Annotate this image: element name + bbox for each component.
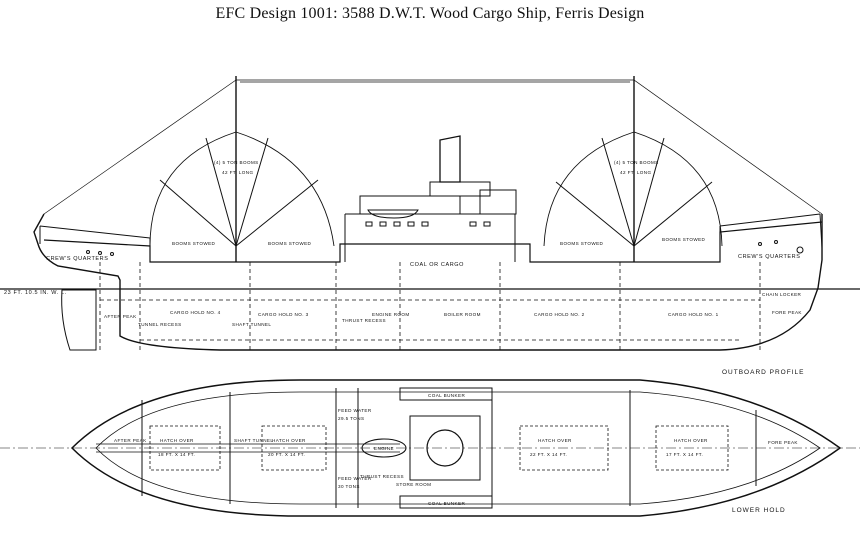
label-hold3: CARGO HOLD NO. 3 bbox=[258, 312, 309, 317]
plan-label-thrust-recess: THRUST RECESS bbox=[360, 474, 404, 479]
label-shaft-tunnel: SHAFT TUNNEL bbox=[232, 322, 271, 327]
bulkheads bbox=[99, 262, 761, 350]
engine bbox=[361, 438, 407, 458]
plan-label-coal-bunker-top: COAL BUNKER bbox=[428, 393, 465, 398]
plan-label-hatch-fwd-1: HATCH OVER bbox=[538, 438, 572, 443]
label-booms-stowed-4: BOOMS STOWED bbox=[662, 237, 706, 242]
main-deck bbox=[43, 221, 823, 263]
label-booms-fwd-len: 42 FT. LONG bbox=[620, 170, 651, 175]
antenna bbox=[236, 79, 634, 83]
label-lower-hold: LOWER HOLD bbox=[732, 507, 786, 514]
wheelhouse bbox=[479, 189, 517, 215]
label-coal-or-cargo: COAL OR CARGO bbox=[410, 262, 464, 268]
label-hold2: CARGO HOLD NO. 2 bbox=[534, 312, 585, 317]
label-booms-stowed-1: BOOMS STOWED bbox=[172, 241, 216, 246]
label-engine-room: ENGINE ROOM bbox=[372, 312, 410, 317]
boiler bbox=[426, 429, 464, 467]
plan-label-hatch-aft-2: HATCH OVER bbox=[272, 438, 306, 443]
label-booms-stowed-2: BOOMS STOWED bbox=[268, 241, 312, 246]
label-hold4: CARGO HOLD NO. 4 bbox=[170, 310, 221, 315]
plan-label-fore-peak: FORE PEAK bbox=[768, 440, 798, 445]
label-fore-peak: FORE PEAK bbox=[772, 310, 802, 315]
label-crews-quarters-aft: CREW'S QUARTERS bbox=[46, 256, 109, 262]
plan-label-engine: ENGINE bbox=[374, 446, 394, 451]
plan-label-feed-water-bot: FEED WATER bbox=[338, 476, 372, 481]
label-crews-quarters-fwd: CREW'S QUARTERS bbox=[738, 254, 801, 260]
shaft-tunnel bbox=[96, 443, 400, 453]
label-waterline: 23 FT. 10.5 IN. W. L. bbox=[4, 290, 67, 296]
upper-house bbox=[429, 181, 491, 197]
aft-booms bbox=[149, 131, 335, 247]
hull-outline bbox=[33, 213, 823, 351]
stays bbox=[43, 79, 823, 215]
plan-label-coal-bunker-bot: COAL BUNKER bbox=[428, 501, 465, 506]
plan-label-hatch-fwd-2: HATCH OVER bbox=[674, 438, 708, 443]
plan-label-feed-water-bot-tons: 30 TONS bbox=[338, 484, 360, 489]
label-booms-fwd: (4) 5 TON BOOMS bbox=[614, 160, 659, 165]
funnel bbox=[439, 135, 461, 183]
label-tunnel-recess: TUNNEL RECESS bbox=[138, 322, 182, 327]
label-boiler-room: BOILER ROOM bbox=[444, 312, 481, 317]
coal-bunker-bot bbox=[399, 495, 493, 509]
forecastle bbox=[719, 213, 823, 262]
plan-label-feed-water-top: FEED WATER bbox=[338, 408, 372, 413]
plan-label-hatch-aft-1: HATCH OVER bbox=[160, 438, 194, 443]
hull-plan-inner bbox=[95, 391, 821, 505]
plan-label-hatch-aft-1-dim: 18 FT. X 14 FT. bbox=[158, 452, 195, 457]
house-windows bbox=[365, 221, 491, 227]
label-booms-aft: (4) 5 TON BOOMS bbox=[214, 160, 259, 165]
bridge-house bbox=[359, 195, 461, 215]
boiler-room bbox=[409, 415, 481, 481]
label-booms-stowed-3: BOOMS STOWED bbox=[560, 241, 604, 246]
plan-label-after-peak: AFTER PEAK bbox=[114, 438, 147, 443]
lower-hold-plan bbox=[0, 379, 860, 517]
plan-label-hatch-fwd-1-dim: 22 FT. X 14 FT. bbox=[530, 452, 567, 457]
plan-label-hatch-aft-2-dim: 20 FT. X 14 FT. bbox=[268, 452, 305, 457]
label-hold1: CARGO HOLD NO. 1 bbox=[668, 312, 719, 317]
hatches bbox=[149, 425, 729, 471]
rudder bbox=[61, 289, 97, 351]
plan-label-feed-water-top-tons: 29.5 TONS bbox=[338, 416, 364, 421]
label-booms-aft-len: 42 FT. LONG bbox=[222, 170, 253, 175]
label-after-peak: AFTER PEAK bbox=[104, 314, 137, 319]
fore-booms bbox=[543, 131, 723, 247]
plan-label-hatch-fwd-2-dim: 17 FT. X 14 FT. bbox=[666, 452, 703, 457]
bulwark bbox=[39, 213, 821, 239]
portholes bbox=[86, 240, 804, 256]
outboard-profile bbox=[0, 76, 860, 351]
label-thrust-recess: THRUST RECESS bbox=[342, 318, 386, 323]
plan-labels: AFTER PEAK HATCH OVER 18 FT. X 14 FT. SH… bbox=[114, 393, 798, 514]
hull-plan-outer bbox=[70, 379, 842, 517]
drawing-title: EFC Design 1001: 3588 D.W.T. Wood Cargo … bbox=[215, 5, 645, 22]
label-outboard-profile: OUTBOARD PROFILE bbox=[722, 369, 804, 376]
plan-label-shaft-tunnel: SHAFT TUNNEL bbox=[234, 438, 273, 443]
midship-house bbox=[344, 213, 516, 262]
coal-bunker-top bbox=[399, 387, 493, 401]
lifeboat bbox=[367, 209, 419, 219]
plan-bulkheads bbox=[141, 388, 757, 508]
label-chain-locker: CHAIN LOCKER bbox=[762, 292, 802, 297]
plan-label-store-room: STORE ROOM bbox=[396, 482, 431, 487]
profile-labels: 23 FT. 10.5 IN. W. L. CREW'S QUARTERS CR… bbox=[4, 160, 804, 376]
